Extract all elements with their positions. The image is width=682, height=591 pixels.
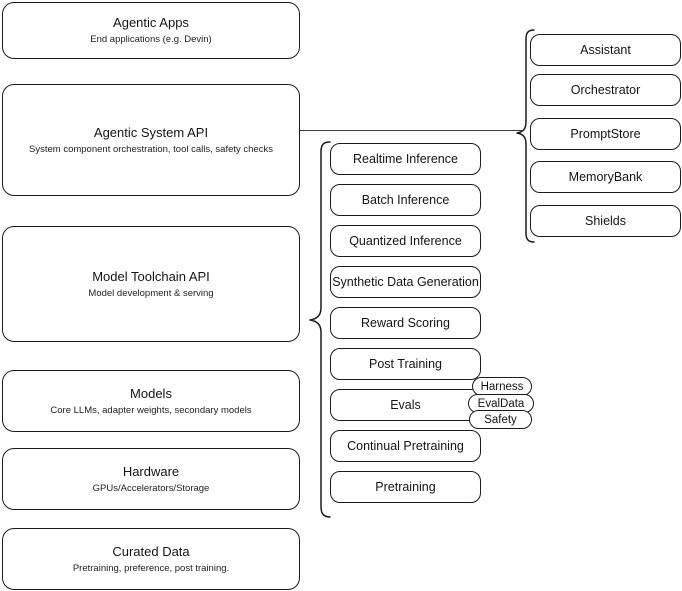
agentic-component-orchestrator[interactable]: Orchestrator — [530, 74, 681, 106]
eval-subcomponent-safety[interactable]: Safety — [469, 410, 532, 429]
layer-subtitle: System component orchestration, tool cal… — [29, 143, 273, 155]
component-continual-pretraining[interactable]: Continual Pretraining — [330, 430, 481, 462]
component-realtime-inference[interactable]: Realtime Inference — [330, 143, 481, 175]
layer-model-toolchain-api[interactable]: Model Toolchain API Model development & … — [2, 226, 300, 342]
agentic-component-promptstore[interactable]: PromptStore — [530, 118, 681, 150]
layer-hardware[interactable]: Hardware GPUs/Accelerators/Storage — [2, 448, 300, 510]
agentic-component-memorybank[interactable]: MemoryBank — [530, 161, 681, 193]
component-post-training[interactable]: Post Training — [330, 348, 481, 380]
brace-toolchain-components — [306, 140, 332, 520]
component-synthetic-data-generation[interactable]: Synthetic Data Generation — [330, 266, 481, 298]
layer-agentic-apps[interactable]: Agentic Apps End applications (e.g. Devi… — [2, 2, 300, 59]
layer-curated-data[interactable]: Curated Data Pretraining, preference, po… — [2, 528, 300, 590]
agentic-component-shields[interactable]: Shields — [530, 205, 681, 237]
layer-title: Curated Data — [112, 543, 190, 559]
layer-title: Agentic System API — [93, 124, 209, 140]
component-quantized-inference[interactable]: Quantized Inference — [330, 225, 481, 257]
layer-subtitle: Core LLMs, adapter weights, secondary mo… — [50, 404, 252, 416]
layer-models[interactable]: Models Core LLMs, adapter weights, secon… — [2, 370, 300, 432]
layer-title: Model Toolchain API — [92, 268, 210, 284]
connector-agentic-system-to-components — [300, 130, 522, 132]
component-reward-scoring[interactable]: Reward Scoring — [330, 307, 481, 339]
component-pretraining[interactable]: Pretraining — [330, 471, 481, 503]
agentic-component-assistant[interactable]: Assistant — [530, 34, 681, 66]
layer-subtitle: Model development & serving — [88, 287, 214, 299]
layer-subtitle: GPUs/Accelerators/Storage — [92, 482, 210, 494]
layer-subtitle: Pretraining, preference, post training. — [72, 562, 230, 574]
layer-title: Hardware — [122, 463, 180, 479]
layer-agentic-system-api[interactable]: Agentic System API System component orch… — [2, 84, 300, 196]
component-evals[interactable]: Evals — [330, 389, 481, 421]
eval-subcomponent-evaldata[interactable]: EvalData — [468, 394, 534, 413]
layer-title: Models — [130, 385, 172, 401]
layer-title: Agentic Apps — [113, 15, 189, 30]
component-batch-inference[interactable]: Batch Inference — [330, 184, 481, 216]
layer-subtitle: End applications (e.g. Devin) — [90, 34, 212, 45]
